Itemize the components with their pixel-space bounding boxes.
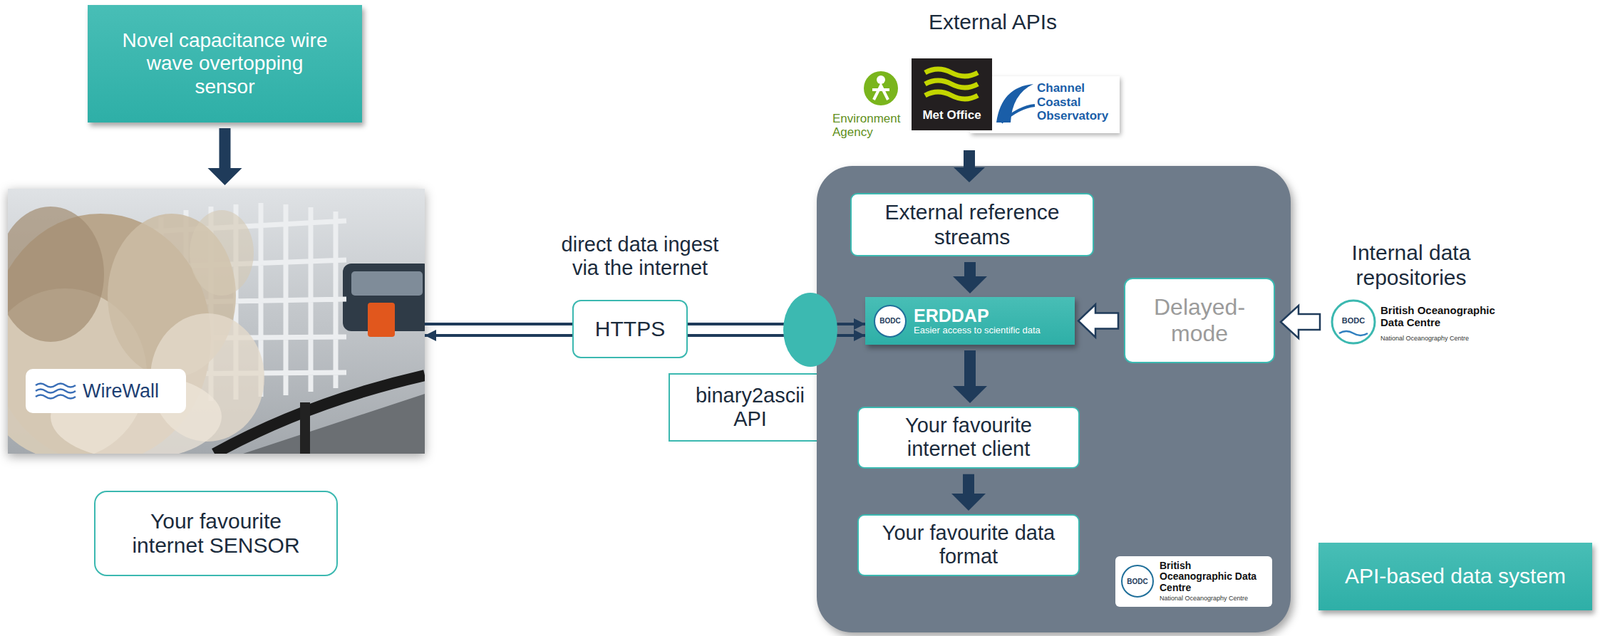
node-text: Your favourite internet SENSOR [113, 509, 319, 559]
flow-arrow [208, 128, 243, 186]
wave-photo [351, 271, 423, 296]
logo-badge: WireWall [25, 369, 187, 414]
met-office-logo [925, 69, 978, 100]
logo-text: National Oceanography Centre [1380, 334, 1504, 343]
flow-arrow [952, 262, 988, 294]
bodc-logo-circle [1332, 300, 1375, 344]
logo-text-holder: WireWall [82, 380, 159, 403]
flow-arrow [952, 350, 988, 404]
cco-logo [1001, 105, 1035, 123]
node-text: WireWall [82, 380, 159, 403]
wave-icon [34, 381, 77, 402]
met-office-logo [911, 58, 993, 131]
wave-photo [367, 302, 395, 338]
process-box: Delayed- mode [1123, 277, 1276, 364]
cco-logo [996, 84, 1034, 123]
met-office-logo [911, 58, 993, 131]
logo-text: British Oceanographic Data Centre [1380, 305, 1504, 329]
ingest-label: direct data ingest via the internet [554, 233, 726, 281]
input-arrow [953, 150, 985, 183]
wave-line [35, 389, 76, 394]
cco-logo [969, 76, 1120, 134]
node-text: API-based data system [1344, 564, 1566, 590]
converter-ellipse [783, 292, 838, 368]
hollow-arrow [1280, 305, 1320, 339]
node-text: External reference streams [865, 200, 1079, 250]
wave-photo [189, 210, 254, 296]
bodc-logo-circle [1332, 300, 1375, 344]
logo-circle: BODC [873, 305, 907, 338]
group-heading: External APIs [907, 9, 1079, 35]
node-text: Easier access to scientific data [913, 324, 1041, 337]
process-box: Your favourite data format [857, 514, 1080, 577]
system-panel: External reference streamsBODC ERDDAPEasi… [816, 166, 1291, 633]
flow-arrow [1078, 305, 1119, 338]
erddap-box: BODC ERDDAPEasier access to scientific da… [865, 297, 1075, 345]
input-arrow [953, 150, 985, 183]
node-text: binary2ascii API [679, 384, 821, 432]
environment-agency-icon [863, 71, 898, 106]
node-text: ERDDAP [913, 306, 990, 325]
repository-heading: Internal data repositories [1339, 240, 1483, 291]
node-text: Your favourite data format [873, 521, 1065, 570]
wave-photo [300, 402, 311, 454]
system-title-box: API-based data system [1318, 543, 1593, 611]
environment-agency-icon [863, 71, 898, 106]
environment-agency-icon [872, 85, 890, 100]
edge-label: HTTPS [572, 300, 688, 359]
caption-box: Your favourite internet SENSOR [94, 491, 338, 577]
wave-photo [7, 206, 105, 343]
api-box: binary2ascii API [668, 373, 832, 442]
bodc-logo-circle [1339, 331, 1368, 336]
bodc-logo: BODC British Oceanographic Data CentreNat… [1115, 556, 1273, 608]
logo-text-holder: British Oceanographic Data CentreNationa… [1159, 560, 1267, 603]
logo-text: BODC [1332, 316, 1375, 326]
node-text: BODC [879, 317, 901, 325]
hollow-arrow [1280, 305, 1320, 339]
wave-photo [214, 375, 425, 454]
node-text: British Oceanographic Data Centre [1159, 560, 1267, 594]
logo-text: Channel Coastal Observatory [1036, 81, 1119, 124]
wave-line [35, 395, 76, 400]
process-box: Your favourite internet client [857, 406, 1080, 469]
node-text: Delayed- mode [1132, 294, 1267, 348]
node-text: BODC [1126, 577, 1148, 586]
logo-text-holder: ERDDAPEasier access to scientific data [913, 306, 1041, 337]
wave-photo [7, 188, 425, 454]
logo-circle: BODC [1121, 565, 1154, 598]
wave-line [35, 384, 76, 388]
logo-text: Met Office [911, 108, 993, 123]
cco-logo [969, 76, 1120, 134]
logo-text: Environment Agency [832, 112, 908, 139]
process-box: External reference streams [850, 193, 1094, 257]
node-text: Your favourite internet client [873, 414, 1065, 462]
sensor-title-box: Novel capacitance wire wave overtopping … [87, 4, 363, 123]
converter-ellipse [783, 292, 838, 368]
node-text: National Oceanography Centre [1159, 595, 1248, 603]
sensor-photo: WireWall [7, 188, 425, 454]
flow-arrow [951, 474, 986, 512]
node-text: Novel capacitance wire wave overtopping … [116, 29, 334, 99]
